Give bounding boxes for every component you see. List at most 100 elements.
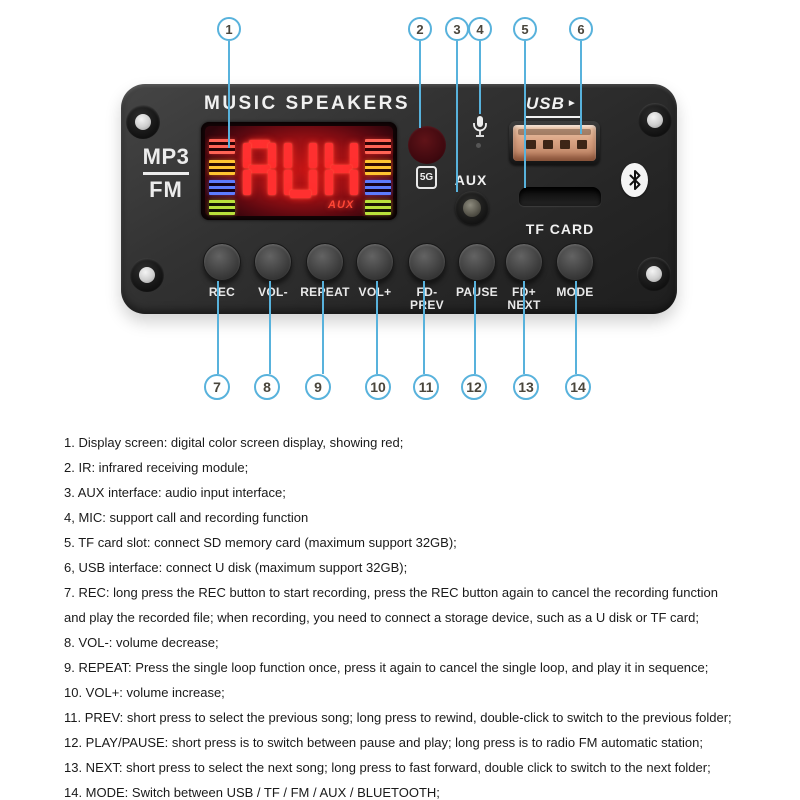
mic-hole [476,143,481,148]
screw-top-right [638,103,672,137]
usb-contact [577,140,587,149]
description-line: 9. REPEAT: Press the single loop functio… [64,660,709,675]
callout-line-7 [217,281,219,374]
callout-2: 2 [408,17,432,41]
led-display: AUX [201,122,397,220]
button-repeat [306,243,344,281]
seg-letter-x [325,140,358,198]
callout-7: 7 [204,374,230,400]
aux-label: AUX [454,172,488,188]
tf-card-label: TF CARD [525,221,595,237]
callout-line-10 [376,281,378,374]
callout-line-3 [456,41,458,192]
description-line: 7. REC: long press the REC button to sta… [64,585,718,600]
callout-6: 6 [569,17,593,41]
description-line: and play the recorded file; when recordi… [64,610,699,625]
usb-contact [526,140,536,149]
button-label-repeat: REPEAT [300,285,350,299]
description-line: 14. MODE: Switch between USB / TF / FM /… [64,785,440,800]
callout-line-8 [269,281,271,374]
description-line: 12. PLAY/PAUSE: short press is to switch… [64,735,703,750]
spectrum-bars-right [365,122,393,220]
display-mode-badge: AUX [328,199,355,211]
callout-line-14 [575,281,577,374]
callout-line-6 [580,41,582,134]
description-list: 1. Display screen: digital color screen … [64,430,784,800]
callout-line-9 [322,281,324,374]
description-line: 6, USB interface: connect U disk (maximu… [64,560,408,575]
callout-line-5 [524,41,526,188]
screw-bottom-right [637,257,671,291]
callout-line-4 [479,41,481,114]
callout-line-2 [419,41,421,128]
description-line: 8. VOL-: volume decrease; [64,635,219,650]
fm-label: FM [149,177,183,202]
callout-3: 3 [445,17,469,41]
usb-contact [560,140,570,149]
callout-line-1 [228,41,230,148]
button-label-mode: MODE [546,286,604,299]
tf-card-slot [519,187,601,206]
spectrum-bar-bl [365,180,391,195]
board-title: MUSIC SPEAKERS [204,93,411,114]
button-rec [203,243,241,281]
button-vol [356,243,394,281]
callout-line-13 [523,281,525,374]
callout-11: 11 [413,374,439,400]
spectrum-bar-g [209,200,235,215]
usb-port [509,121,600,165]
description-line: 13. NEXT: short press to select the next… [64,760,711,775]
spectrum-bar-bl [209,180,235,195]
spectrum-bar-r [209,139,235,154]
button-label-rec: REC [208,285,236,299]
mp3-label: MP3 [142,146,190,175]
screw-bottom-left [130,258,164,292]
mp3-fm-label: MP3 FM [134,146,198,201]
button-label-vol: VOL- [258,285,288,299]
spectrum-bars-left [209,122,237,220]
usb-contact [543,140,553,149]
description-line: 4, MIC: support call and recording funct… [64,510,309,525]
spectrum-bar-g [365,200,391,215]
seven-segment-readout [243,140,358,198]
callout-12: 12 [461,374,487,400]
description-line: 3. AUX interface: audio input interface; [64,485,286,500]
callout-10: 10 [365,374,391,400]
ir-receiver [408,126,446,164]
usb-logo: USB ► [526,94,581,118]
5g-badge-icon: 5G [416,166,437,189]
microphone-icon [472,115,488,139]
callout-8: 8 [254,374,280,400]
description-line: 10. VOL+: volume increase; [64,685,225,700]
button-fd [408,243,446,281]
seg-letter-u [284,140,317,198]
description-line: 5. TF card slot: connect SD memory card … [64,535,457,550]
callout-9: 9 [305,374,331,400]
usb-logo-text: USB [526,94,565,113]
aux-jack [455,191,489,225]
callout-14: 14 [565,374,591,400]
spectrum-bar-y [365,160,391,175]
button-label-fd: FD- PREV [410,285,444,312]
mp3-decoder-board: MUSIC SPEAKERS MP3 FM AUX 5G AUX U [121,84,677,314]
callout-line-11 [423,281,425,374]
button-pause [458,243,496,281]
description-line: 2. IR: infrared receiving module; [64,460,249,475]
button-vol [254,243,292,281]
display-glow [205,126,393,216]
callout-5: 5 [513,17,537,41]
button-fd [505,243,543,281]
screw-top-left [126,105,160,139]
description-line: 11. PREV: short press to select the prev… [64,710,732,725]
callout-13: 13 [513,374,539,400]
description-line: 1. Display screen: digital color screen … [64,435,404,450]
usb-arrow-icon: ► [566,98,578,109]
spectrum-bar-y [209,160,235,175]
button-label-pause: PAUSE [456,285,498,299]
bluetooth-icon [621,163,648,197]
button-mode [556,243,594,281]
callout-line-12 [474,281,476,374]
callout-4: 4 [468,17,492,41]
button-label-vol: VOL+ [358,285,392,299]
